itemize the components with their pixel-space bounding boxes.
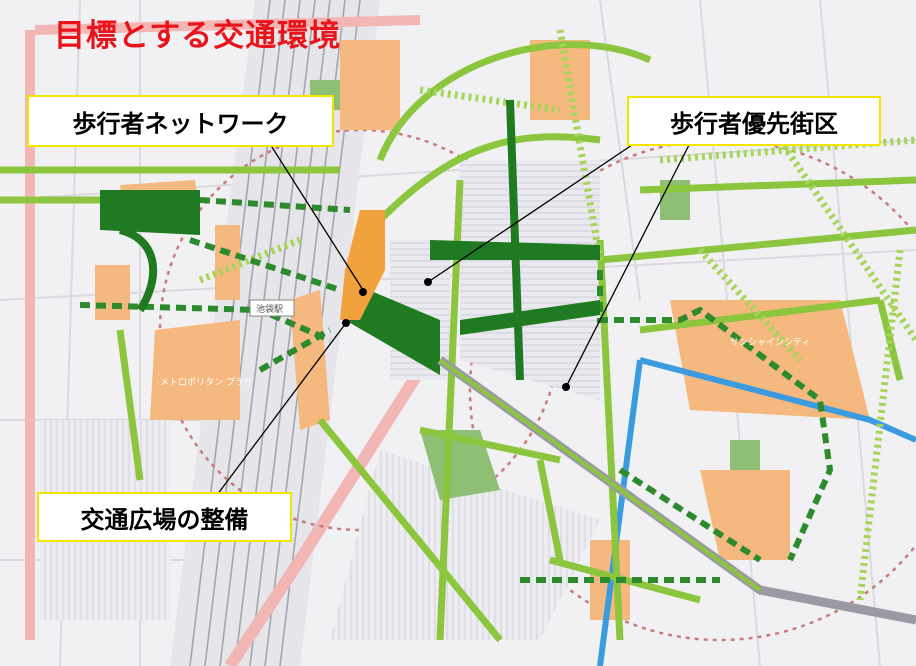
page-title: 目標とする交通環境	[54, 18, 342, 54]
station-label: 池袋駅	[256, 303, 283, 315]
building-label-metropolitan: メトロポリタン プラザ	[160, 377, 253, 388]
area-boundary-top	[34, 15, 421, 35]
callout-markers	[342, 278, 570, 391]
callout-pedestrian-network: 歩行者ネットワーク	[27, 95, 334, 147]
building-label-sunshine: サンシャインシティ	[730, 337, 810, 348]
callout-text: 交通広場の整備	[80, 505, 249, 534]
callout-pedestrian-priority: 歩行者優先街区	[627, 96, 881, 146]
callout-leaders	[216, 142, 691, 496]
callout-text: 歩行者優先街区	[670, 109, 838, 138]
planned-routes-dotted	[198, 29, 916, 601]
callout-text: 歩行者ネットワーク	[72, 109, 289, 138]
waterway	[639, 357, 916, 443]
callout-transport-plaza: 交通広場の整備	[37, 492, 292, 542]
pedestrian-network-main	[100, 190, 600, 375]
pedestrian-priority-blocks	[40, 160, 600, 640]
transport-plaza	[340, 210, 385, 320]
area-boundary-diagonal	[224, 366, 426, 666]
